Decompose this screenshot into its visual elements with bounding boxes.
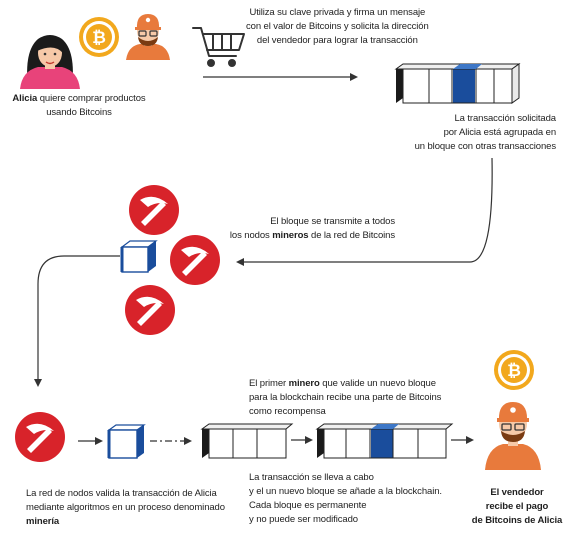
woman-avatar-icon	[20, 35, 80, 89]
validation-caption-line3: minería	[26, 516, 60, 527]
buyer-name: Alicia	[12, 93, 38, 104]
completion-caption-line4: y no puede ser modificado	[249, 514, 358, 525]
sign-caption: Utiliza su clave privada y firma un mens…	[246, 6, 429, 48]
validation-caption: La red de nodos valida la transacción de…	[26, 487, 225, 529]
buyer-caption-line2: usando Bitcoins	[46, 107, 112, 118]
pickaxe-icon	[125, 285, 175, 335]
completion-caption: La transacción se lleva a cabo y el un n…	[249, 471, 442, 527]
alice-transaction-block	[453, 69, 475, 103]
sign-caption-line2: con el valor de Bitcoins y solicita la d…	[246, 21, 429, 32]
vendor-avatar-icon	[485, 402, 541, 470]
broadcast-caption: El bloque se transmite a todos los nodos…	[215, 215, 395, 243]
vendor-caption-line1: El vendedor	[490, 487, 544, 498]
cube-icon	[107, 424, 146, 459]
reward-caption-line3: como recompensa	[249, 406, 326, 417]
reward-caption-post: que valide un nuevo bloque	[319, 378, 436, 389]
blockchain-segment-2	[315, 423, 454, 459]
reward-caption: El primer minero que valide un nuevo blo…	[249, 377, 441, 419]
sign-caption-line3: del vendedor para lograr la transacción	[256, 35, 418, 46]
pickaxe-icon	[15, 412, 65, 462]
broadcast-caption-line1: El bloque se transmite a todos	[270, 216, 395, 227]
miners-group	[120, 185, 220, 335]
cube-icon	[120, 240, 158, 273]
alice-transaction-block	[371, 429, 393, 458]
flow-arrows	[34, 73, 493, 445]
vendor-caption-line2: recibe el pago	[485, 501, 549, 512]
arrow-to-miners	[236, 157, 493, 266]
validation-caption-line2: mediante algoritmos en un proceso denomi…	[26, 502, 225, 513]
blockchain-segment-1	[200, 423, 294, 459]
pickaxe-icon	[170, 235, 220, 285]
broadcast-caption-post: de la red de Bitcoins	[308, 230, 395, 241]
completion-caption-line3: Cada bloque es permanente	[249, 500, 367, 511]
arrow-to-validation	[34, 255, 120, 387]
vendor-caption: El vendedor recibe el pago de Bitcoins d…	[462, 486, 572, 528]
svg-text:₿: ₿	[92, 28, 106, 48]
grouped-caption-line1: La transacción solicitada	[454, 113, 556, 124]
validation-caption-line1: La red de nodos valida la transacción de…	[26, 488, 217, 499]
buyer-caption: Alicia quiere comprar productos usando B…	[4, 92, 154, 120]
shopping-cart-icon	[192, 27, 245, 67]
vendor-avatar-icon	[126, 14, 170, 60]
completion-caption-line1: La transacción se lleva a cabo	[249, 472, 374, 483]
buyer-caption-text: quiere comprar productos	[37, 93, 146, 104]
reward-caption-line2: para la blockchain recibe una parte de B…	[249, 392, 442, 403]
bitcoin-coin-icon: ₿	[79, 17, 119, 57]
block-chain-top	[394, 63, 521, 104]
pickaxe-icon	[129, 185, 179, 235]
grouped-caption: La transacción solicitada por Alicia est…	[390, 112, 557, 154]
vendor-caption-line3: de Bitcoins de Alicia	[471, 515, 563, 526]
reward-caption-pre: El primer	[249, 378, 289, 389]
completion-caption-line2: y el un nuevo bloque se añade a la block…	[249, 486, 442, 497]
svg-text:₿: ₿	[507, 361, 521, 381]
grouped-caption-line2: por Alicia está agrupada en	[443, 127, 557, 138]
broadcast-caption-bold: mineros	[272, 230, 309, 241]
grouped-caption-line3: un bloque con otras transacciones	[414, 141, 557, 152]
broadcast-caption-pre: los nodos	[229, 230, 273, 241]
bitcoin-coin-icon: ₿	[494, 350, 534, 390]
sign-caption-line1: Utiliza su clave privada y firma un mens…	[249, 7, 426, 18]
reward-caption-bold: minero	[288, 378, 320, 389]
